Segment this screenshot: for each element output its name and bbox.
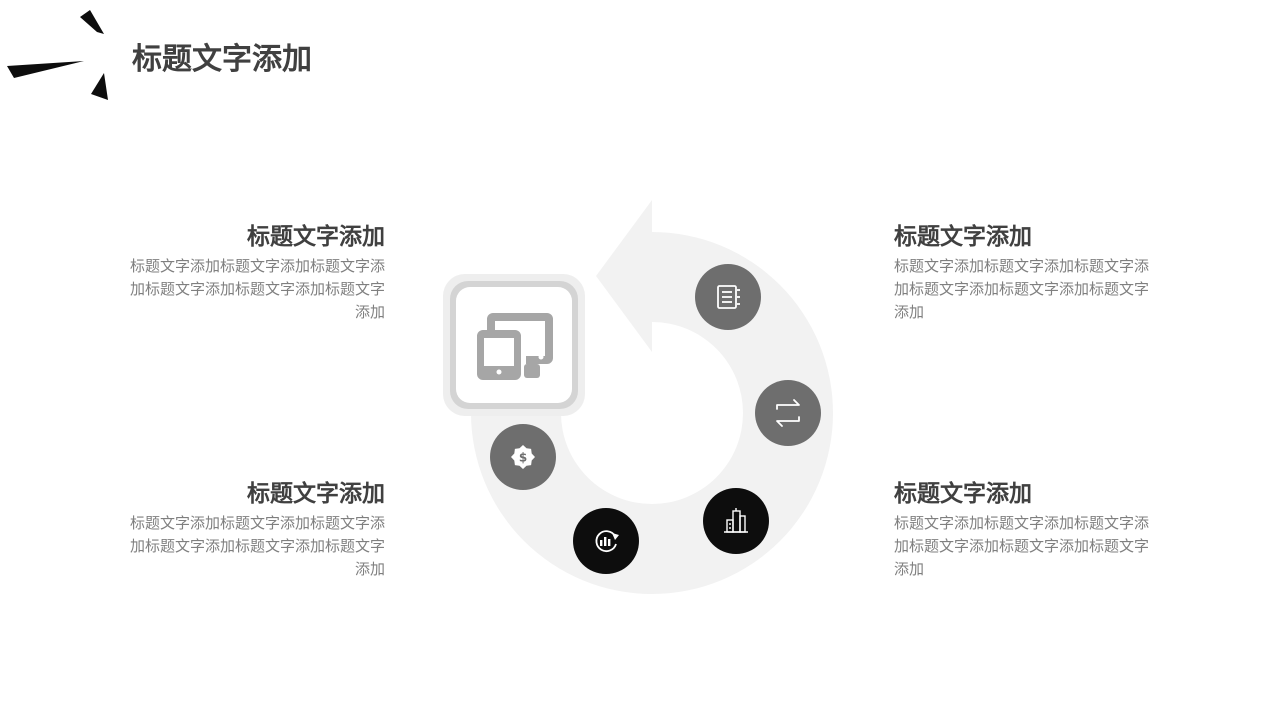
text-block-bottom-right: 标题文字添加 标题文字添加标题文字添加标题文字添加标题文字添加标题文字添加标题文…	[894, 478, 1154, 581]
page-title: 标题文字添加	[132, 42, 312, 77]
exchange-arrows-icon	[776, 399, 800, 427]
center-box	[443, 274, 585, 416]
devices-icon	[477, 313, 553, 380]
text-block-top-right: 标题文字添加 标题文字添加标题文字添加标题文字添加标题文字添加标题文字添加标题文…	[894, 221, 1154, 324]
block-title: 标题文字添加	[894, 481, 1032, 507]
block-title: 标题文字添加	[894, 224, 1032, 250]
text-block-bottom-left: 标题文字添加 标题文字添加标题文字添加标题文字添加标题文字添加标题文字添加标题文…	[125, 478, 385, 581]
chart-refresh-icon	[595, 530, 619, 553]
text-block-top-left: 标题文字添加 标题文字添加标题文字添加标题文字添加标题文字添加标题文字添加标题文…	[125, 221, 385, 324]
block-title: 标题文字添加	[247, 224, 385, 250]
notebook-icon	[717, 285, 740, 309]
node-exchange	[755, 380, 821, 446]
node-chart-refresh	[573, 508, 639, 574]
block-body: 标题文字添加标题文字添加标题文字添加标题文字添加标题文字添加标题文字添加	[894, 514, 1150, 578]
node-notebook	[695, 264, 761, 330]
decorative-shards	[7, 10, 108, 100]
node-dollar: $	[490, 424, 556, 490]
dollar-badge-icon: $	[511, 445, 535, 469]
block-body: 标题文字添加标题文字添加标题文字添加标题文字添加标题文字添加标题文字添加	[129, 514, 385, 578]
svg-text:$: $	[519, 451, 527, 465]
city-buildings-icon	[724, 508, 748, 533]
block-body: 标题文字添加标题文字添加标题文字添加标题文字添加标题文字添加标题文字添加	[129, 257, 385, 321]
block-body: 标题文字添加标题文字添加标题文字添加标题文字添加标题文字添加标题文字添加	[894, 257, 1150, 321]
node-city	[703, 488, 769, 554]
block-title: 标题文字添加	[247, 481, 385, 507]
